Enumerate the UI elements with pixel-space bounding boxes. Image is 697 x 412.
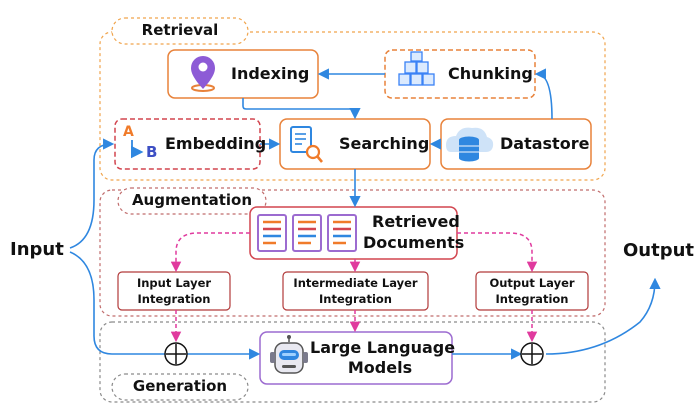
embedding-icon-letter-b: B xyxy=(146,143,158,161)
retrieval-region xyxy=(99,31,606,181)
embedding-label: Embedding xyxy=(165,134,267,153)
retrieved-documents-label-line1: Retrieved xyxy=(372,212,460,231)
input-label: Input xyxy=(10,239,64,260)
document-search-icon xyxy=(290,126,323,163)
location-pin-icon xyxy=(191,56,215,92)
indexing-label: Indexing xyxy=(231,64,310,83)
input-layer-label-line2: Integration xyxy=(137,292,211,306)
llm-label-line1: Large Language xyxy=(310,338,456,357)
cubes-icon xyxy=(398,51,435,86)
output-sum-icon xyxy=(520,342,544,366)
augmentation-tab xyxy=(117,187,267,215)
cloud-database-icon xyxy=(446,127,494,162)
embedding-icon-letter-a: A xyxy=(123,124,134,140)
output-layer-label-line1: Output Layer xyxy=(489,276,575,290)
intermediate-layer-label-line2: Integration xyxy=(319,292,392,306)
retrieved-documents-label-line2: Documents xyxy=(363,233,465,252)
llm-label-line2: Models xyxy=(347,358,413,377)
output-layer-label-line2: Integration xyxy=(495,292,569,306)
retrieval-section-label: Retrieval xyxy=(141,21,219,39)
embedding-box xyxy=(114,118,261,170)
arrow-plus-to-output xyxy=(545,277,661,355)
datastore-label: Datastore xyxy=(500,134,590,153)
generation-section-label: Generation xyxy=(132,377,228,395)
input-layer-label-line1: Input Layer xyxy=(136,276,212,290)
arrow-input-to-generation xyxy=(69,251,166,355)
augmentation-region xyxy=(99,189,606,317)
arrow-documents-to-output-layer xyxy=(457,232,538,273)
retrieval-tab xyxy=(111,17,249,45)
arrow-indexing-to-searching xyxy=(242,98,361,120)
input-sum-icon xyxy=(164,342,188,366)
arrow-datastore-to-chunking xyxy=(534,68,553,120)
output-label: Output xyxy=(623,240,695,261)
embedding-arrow-icon xyxy=(130,140,144,159)
generation-tab xyxy=(111,373,249,401)
arrow-input-to-embedding xyxy=(69,138,115,249)
arrow-documents-to-input-layer xyxy=(170,232,250,273)
searching-label: Searching xyxy=(339,134,430,153)
augmentation-section-label: Augmentation xyxy=(131,191,253,209)
chunking-label: Chunking xyxy=(448,64,533,83)
intermediate-layer-label-line1: Intermediate Layer xyxy=(293,276,418,290)
robot-icon xyxy=(270,335,308,374)
documents-icon xyxy=(257,214,357,252)
